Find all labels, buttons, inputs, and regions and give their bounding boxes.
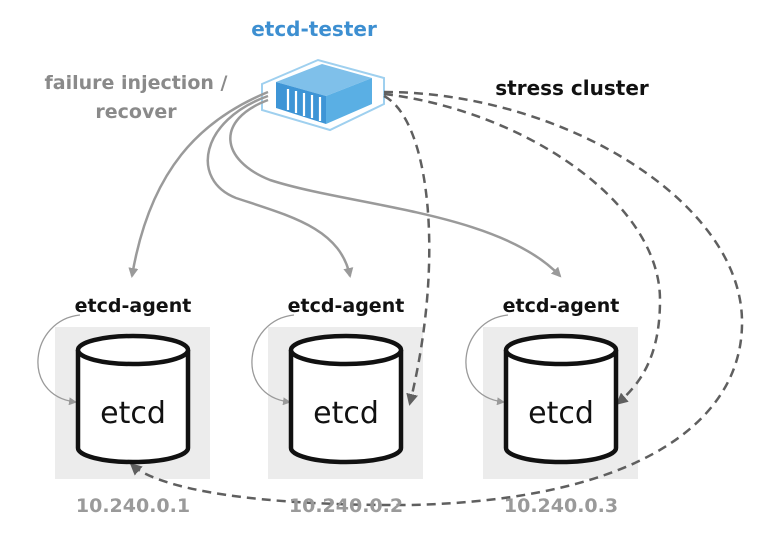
failure-label-line2: recover: [95, 101, 177, 123]
stress-arrow-1: [129, 90, 744, 507]
agent-loop-3: [465, 314, 509, 406]
stress-arrow-2: [383, 94, 431, 406]
etcd-label: etcd: [313, 396, 379, 431]
agent-label: etcd-agent: [503, 295, 620, 317]
ip-address: 10.240.0.2: [289, 495, 403, 517]
etcd-database-icon: [288, 333, 404, 465]
container-icon: [261, 58, 385, 132]
node-3: etcd-agent etcd 10.240.0.3: [503, 295, 620, 517]
etcd-label: etcd: [100, 396, 166, 431]
stress-arrow-3: [383, 92, 662, 405]
etcd-label: etcd: [528, 396, 594, 431]
agent-loop-2: [251, 314, 295, 406]
failure-arrow-1: [128, 90, 269, 278]
failure-arrow-3: [229, 98, 562, 278]
ip-address: 10.240.0.1: [76, 495, 190, 517]
tester-title: etcd-tester: [251, 17, 377, 41]
failure-arrow-2: [206, 94, 354, 278]
stress-label: stress cluster: [495, 76, 649, 100]
agent-label: etcd-agent: [288, 295, 405, 317]
agent-loop-1: [37, 314, 81, 406]
etcd-database-icon: [503, 333, 619, 465]
agent-label: etcd-agent: [75, 295, 192, 317]
ip-address: 10.240.0.3: [504, 495, 618, 517]
failure-label-line1: failure injection /: [45, 72, 228, 94]
node-1: etcd-agent etcd 10.240.0.1: [75, 295, 192, 517]
node-2: etcd-agent etcd 10.240.0.2: [288, 295, 405, 517]
nodes-layer: etcd-agent etcd 10.240.0.1 etcd-agent etcd 10…: [75, 295, 620, 517]
etcd-database-icon: [75, 333, 191, 465]
